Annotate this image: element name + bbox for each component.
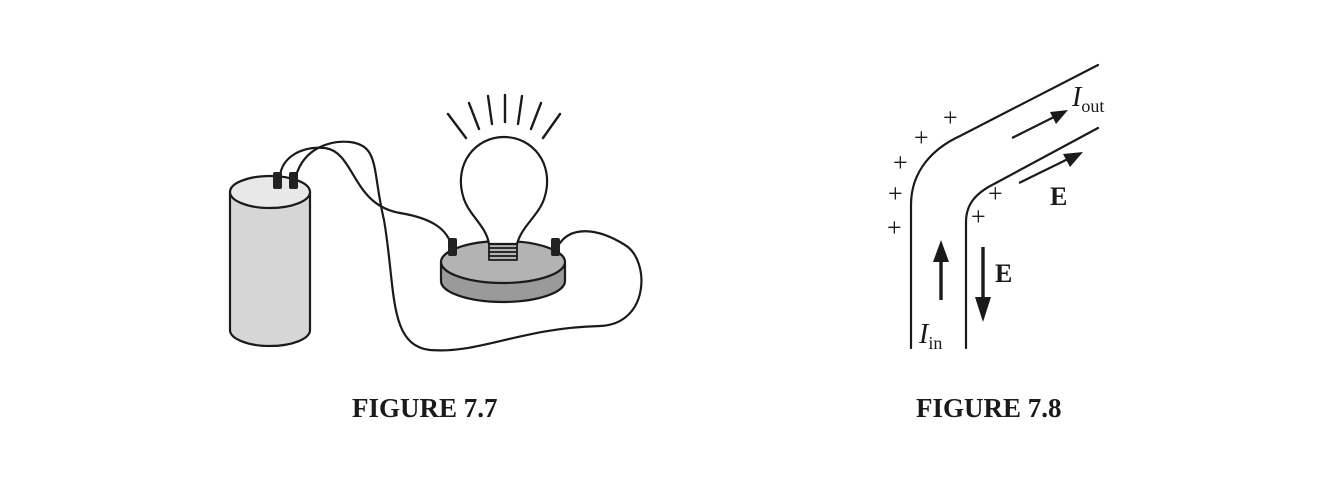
socket-terminal-right: [551, 238, 560, 256]
charge-plus: +: [888, 179, 903, 208]
wire-right: [294, 140, 643, 352]
charge-plus: +: [971, 202, 986, 231]
socket-terminal-left: [448, 238, 457, 256]
battery-body: [228, 190, 312, 348]
current-in-arrow: [933, 240, 949, 300]
figure-7-7-diagram: [228, 93, 643, 352]
label-field-down: E: [995, 259, 1012, 288]
figure-7-7-caption: FIGURE 7.7: [352, 393, 498, 423]
charge-plus: +: [893, 148, 908, 177]
battery-terminal-left: [273, 172, 282, 189]
label-current-in: Iin: [918, 319, 942, 353]
charge-plus: +: [914, 123, 929, 152]
field-arrow-down: [975, 247, 991, 322]
bulb-glass: [459, 135, 549, 246]
label-current-out: Iout: [1071, 82, 1104, 116]
bulb-rays: [446, 93, 562, 140]
charge-plus: +: [988, 179, 1003, 208]
figure-7-8-caption: FIGURE 7.8: [916, 393, 1062, 423]
current-out-arrow: [1011, 110, 1068, 139]
wire-outer-wall: [909, 63, 1100, 350]
field-arrow-upper: [1018, 152, 1083, 184]
wire-left: [278, 146, 454, 250]
label-field-upper: E: [1050, 182, 1067, 211]
battery-terminal-right: [289, 172, 298, 189]
charge-plus: +: [943, 103, 958, 132]
wire-inner-wall: [964, 126, 1100, 350]
figure-7-8-diagram: + + + + + + + Iout Iin E E: [887, 63, 1104, 353]
battery: [228, 172, 312, 348]
charge-plus: +: [887, 213, 902, 242]
